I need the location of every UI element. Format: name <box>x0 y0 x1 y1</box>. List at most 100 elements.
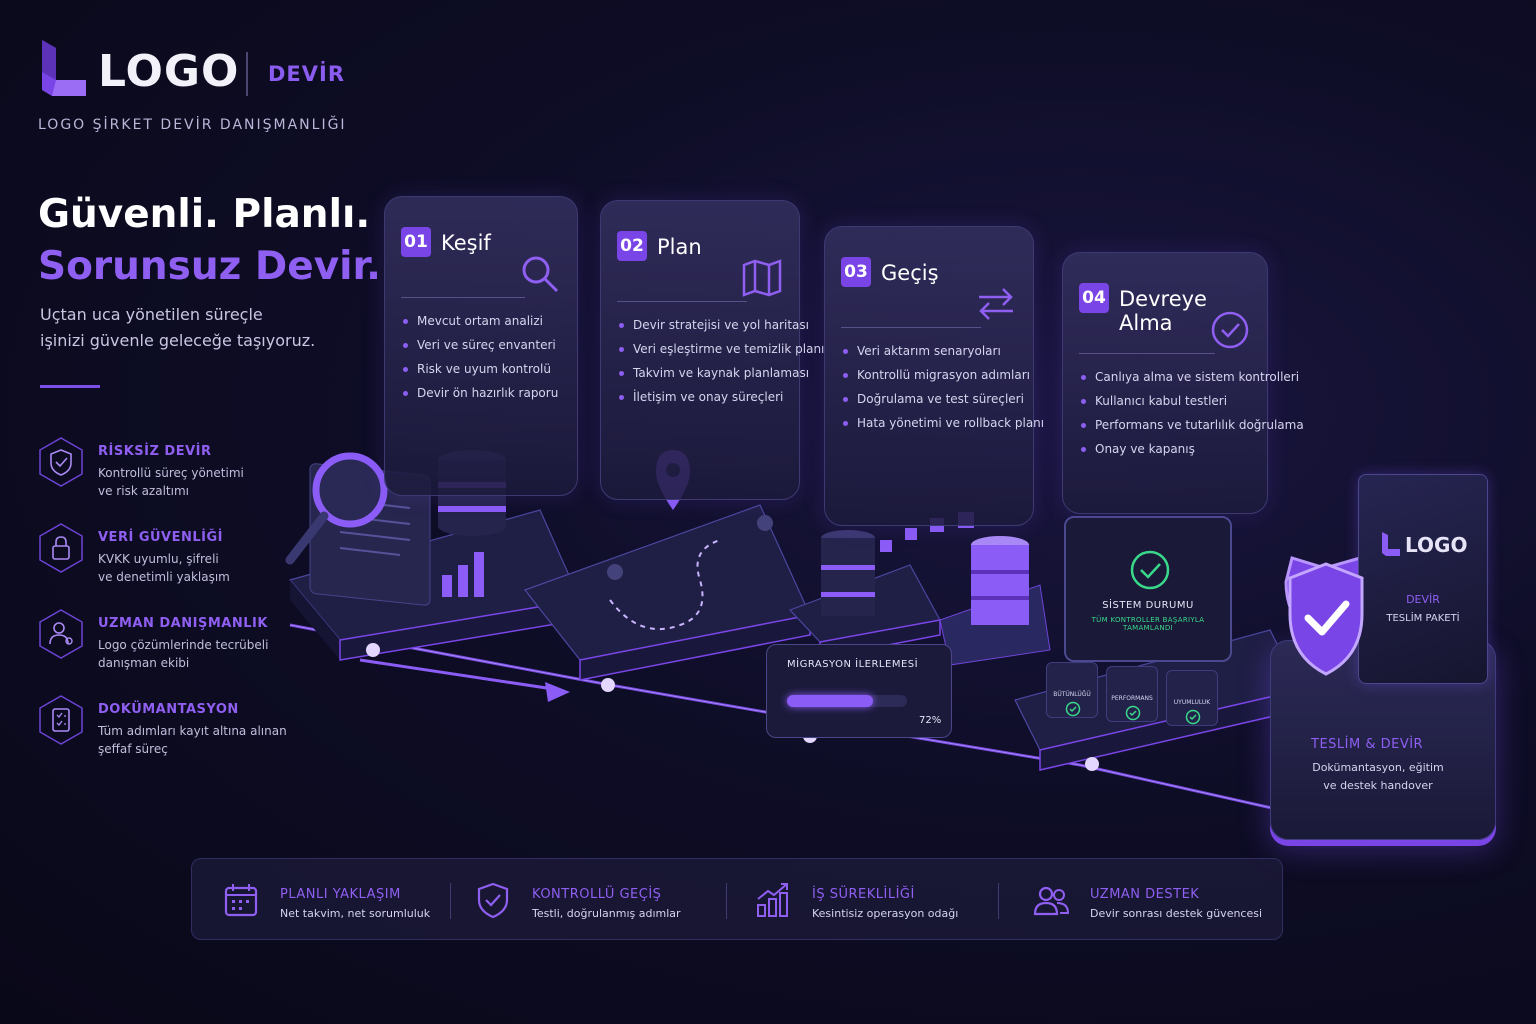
step-divider <box>1079 353 1215 354</box>
book-logo: LOGO <box>1405 533 1468 557</box>
benefit-desc: Kesintisiz operasyon odağı <box>812 907 959 920</box>
handover-desc: Dokümantasyon, eğitim ve destek handover <box>1293 759 1463 795</box>
security-shield-icon <box>1288 562 1364 676</box>
hero-lead-line1: Uçtan uca yönetilen süreçle <box>40 305 263 324</box>
benefits-bar: PLANLI YAKLAŞIM Net takvim, net sorumlul… <box>191 858 1283 940</box>
handover-desc-line1: Dokümantasyon, eğitim <box>1312 761 1444 774</box>
step-title-line2: Alma <box>1119 311 1173 335</box>
step-card-plan: 02 Plan Devir stratejisi ve yol haritası… <box>600 200 824 500</box>
success-check-icon <box>1130 550 1170 590</box>
hero-lead-line2: işinizi güvenle geleceğe taşıyoruz. <box>40 331 316 350</box>
step-item: Performans ve tutarlılık doğrulama <box>1081 413 1304 437</box>
step-item: Veri ve süreç envanteri <box>403 333 558 357</box>
hero-divider <box>40 385 100 388</box>
check-label: BÜTÜNLÜĞÜ <box>1053 691 1091 698</box>
growth-chart-icon <box>757 883 788 917</box>
step-item: Canlıya alma ve sistem kontrolleri <box>1081 365 1304 389</box>
step-card-golive: 04 Devreye Alma Canlıya alma ve sistem k… <box>1062 252 1304 514</box>
step-items: Mevcut ortam analizi Veri ve süreç envan… <box>403 309 558 405</box>
system-status-title: SİSTEM DURUMU <box>1102 600 1194 611</box>
hero-lead: Uçtan uca yönetilen süreçle işinizi güve… <box>40 302 340 354</box>
check-card-integrity: BÜTÜNLÜĞÜ <box>1046 662 1098 718</box>
migration-progress-fill <box>787 695 874 707</box>
step-card-discovery: 01 Keşif Mevcut ortam analizi Veri ve sü… <box>384 196 578 496</box>
step-title: Geçiş <box>881 261 939 285</box>
benefit-divider <box>998 883 999 919</box>
logo-divider <box>246 52 248 96</box>
logo-tag: DEVİR <box>268 62 346 86</box>
check-icon <box>1065 701 1081 717</box>
feature-desc-line2: danışman ekibi <box>98 656 190 670</box>
migration-progress-panel: MİGRASYON İLERLEMESİ 72% <box>766 644 952 738</box>
feature-desc-line1: KVKK uyumlu, şifreli <box>98 552 219 566</box>
system-status-panel: SİSTEM DURUMU TÜM KONTROLLER BAŞARIYLA T… <box>1064 516 1232 662</box>
benefit-desc: Devir sonrası destek güvencesi <box>1090 907 1263 920</box>
company-subtitle: LOGO ŞİRKET DEVİR DANIŞMANLIĞI <box>38 117 347 133</box>
step-items: Canlıya alma ve sistem kontrolleri Kulla… <box>1081 365 1304 461</box>
shield-check-icon <box>39 437 83 487</box>
handover-title: TESLİM & DEVİR <box>1311 737 1424 752</box>
search-icon <box>522 256 559 293</box>
step-item: Devir ön hazırlık raporu <box>403 381 558 405</box>
step-number: 03 <box>841 257 871 287</box>
step-item: Devir stratejisi ve yol haritası <box>619 313 824 337</box>
check-label: UYUMLULUK <box>1173 699 1211 706</box>
check-icon <box>1185 709 1201 725</box>
lock-icon <box>39 523 83 573</box>
step-divider <box>401 297 525 298</box>
feature-consulting: UZMAN DANIŞMANLIK Logo çözümlerinde tecr… <box>38 608 328 678</box>
step-items: Veri aktarım senaryoları Kontrollü migra… <box>843 339 1044 435</box>
feature-desc: Kontrollü süreç yönetimi ve risk azaltım… <box>98 464 328 500</box>
book-tag: DEVİR <box>1406 593 1440 606</box>
step-divider <box>841 327 981 328</box>
logo-mark-icon <box>42 40 86 96</box>
benefit-desc: Net takvim, net sorumluluk <box>280 907 431 920</box>
feature-documentation: DOKÜMANTASYON Tüm adımları kayıt altına … <box>38 694 328 764</box>
step-item: İletişim ve onay süreçleri <box>619 385 824 409</box>
step-item: Kullanıcı kabul testleri <box>1081 389 1304 413</box>
handover-desc-line2: ve destek handover <box>1323 779 1433 792</box>
feature-desc-line2: ve denetimli yaklaşım <box>98 570 230 584</box>
feature-desc: KVKK uyumlu, şifreli ve denetimli yaklaş… <box>98 550 328 586</box>
step-title-line1: Devreye <box>1119 287 1207 311</box>
benefit-title: İŞ SÜREKLİLİĞİ <box>812 887 915 902</box>
system-status-message: TÜM KONTROLLER BAŞARIYLA TAMAMLANDI <box>1091 616 1205 632</box>
feature-title: RİSKSİZ DEVİR <box>98 444 212 459</box>
step-item: Risk ve uyum kontrolü <box>403 357 558 381</box>
clipboard-icon <box>39 695 83 745</box>
book-label: TESLİM PAKETİ <box>1386 613 1460 624</box>
benefit-title: KONTROLLÜ GEÇİŞ <box>532 887 662 902</box>
check-icon <box>1125 705 1141 721</box>
benefit-divider <box>450 883 451 919</box>
delivery-package-book: LOGO DEVİR TESLİM PAKETİ <box>1358 474 1488 684</box>
feature-desc-line1: Kontrollü süreç yönetimi <box>98 466 244 480</box>
step-title: Keşif <box>441 231 491 255</box>
logo-mark-icon <box>1382 532 1400 556</box>
step-items: Devir stratejisi ve yol haritası Veri eş… <box>619 313 824 409</box>
hero-title-line2: Sorunsuz Devir. <box>38 244 382 289</box>
feature-title: VERİ GÜVENLİĞİ <box>98 530 223 545</box>
step-item: Veri eşleştirme ve temizlik planı <box>619 337 824 361</box>
feature-desc: Logo çözümlerinde tecrübeli danışman eki… <box>98 636 328 672</box>
step-divider <box>617 301 747 302</box>
step-item: Veri aktarım senaryoları <box>843 339 1044 363</box>
shield-check-icon <box>477 882 509 919</box>
step-item: Onay ve kapanış <box>1081 437 1304 461</box>
step-item: Mevcut ortam analizi <box>403 309 558 333</box>
transfer-arrows-icon <box>979 288 1013 320</box>
check-card-performance: PERFORMANS <box>1106 666 1158 722</box>
migration-progress-title: MİGRASYON İLERLEMESİ <box>787 659 919 670</box>
calendar-icon <box>224 884 258 917</box>
step-number: 01 <box>401 227 431 257</box>
feature-desc-line2: ve risk azaltımı <box>98 484 189 498</box>
step-title: Plan <box>657 235 702 259</box>
feature-desc: Tüm adımları kayıt altına alınan şeffaf … <box>98 722 328 758</box>
hero-title-line1: Güvenli. Planlı. <box>38 192 371 237</box>
benefit-title: PLANLI YAKLAŞIM <box>280 887 401 902</box>
migration-progress-value: 72% <box>919 715 942 726</box>
check-circle-icon <box>1211 311 1249 349</box>
map-icon <box>742 259 782 297</box>
benefit-divider <box>726 883 727 919</box>
logo-text: LOGO <box>98 46 240 97</box>
step-number: 02 <box>617 231 647 261</box>
